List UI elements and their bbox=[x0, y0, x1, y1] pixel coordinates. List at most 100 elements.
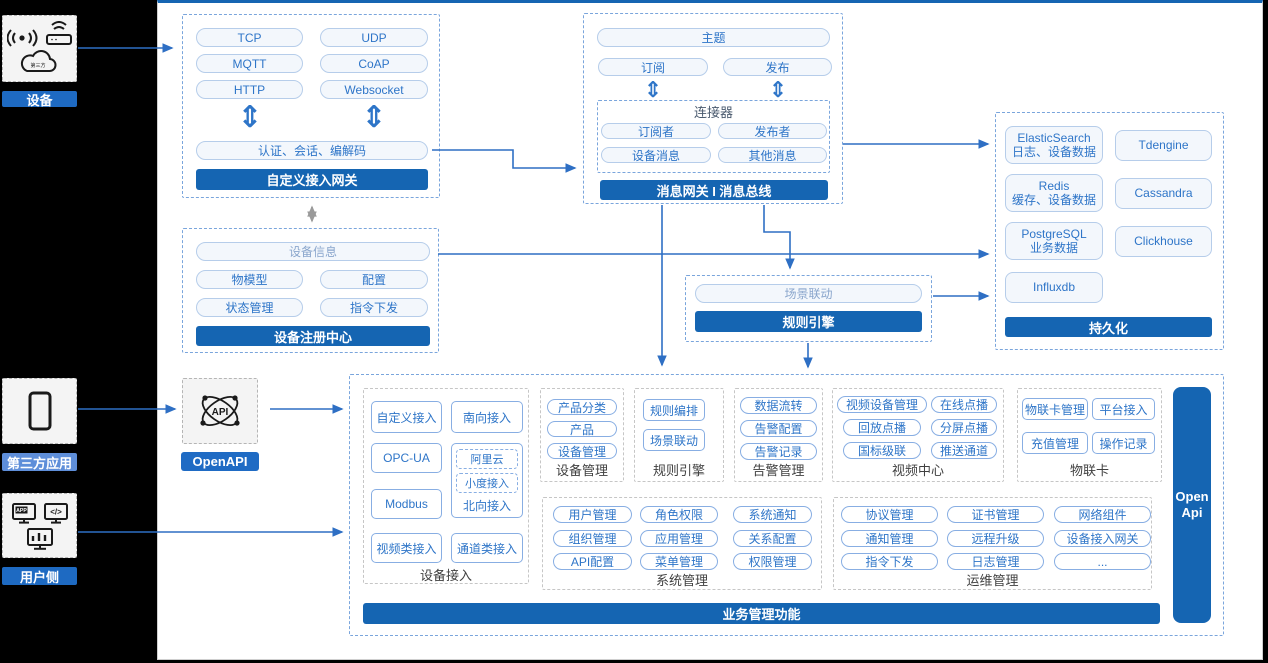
user-mgmt-pill: 用户管理 bbox=[553, 506, 632, 523]
device-mgmt-pill: 设备管理 bbox=[547, 443, 617, 459]
signal-icon bbox=[6, 28, 37, 47]
device-icon-box: 第三方 bbox=[2, 15, 77, 82]
product-pill: 产品 bbox=[547, 421, 617, 437]
topic-pill: 主题 bbox=[597, 28, 830, 47]
connector-title: 连接器 bbox=[693, 104, 733, 120]
updown-arrow-icon: ⇕ bbox=[768, 77, 788, 102]
device-icons: 第三方 bbox=[6, 20, 72, 72]
rule-engine-label: 规则引擎 bbox=[652, 462, 705, 478]
custom-access-button: 自定义接入 bbox=[371, 401, 442, 433]
more-pill: ... bbox=[1054, 553, 1151, 570]
updown-arrow-icon: ⇕ bbox=[361, 101, 387, 134]
playback-pill: 回放点播 bbox=[843, 419, 921, 436]
system-label: 系统管理 bbox=[655, 572, 708, 588]
updown-arrow-icon: ⇕ bbox=[643, 77, 663, 102]
publish-pill: 发布 bbox=[723, 58, 832, 76]
config-pill: 配置 bbox=[320, 270, 428, 289]
svg-text:API: API bbox=[212, 407, 229, 418]
remote-upgrade-pill: 远程升级 bbox=[947, 530, 1044, 547]
svg-text:第三方: 第三方 bbox=[30, 62, 45, 69]
notice-mgmt-pill: 通知管理 bbox=[841, 530, 938, 547]
message-bus-title-bar: 消息网关 I 消息总线 bbox=[600, 180, 828, 200]
operation-record-button: 操作记录 bbox=[1092, 432, 1155, 454]
data-flow-pill: 数据流转 bbox=[740, 397, 817, 414]
device-access-label: 设备接入 bbox=[419, 567, 472, 583]
custom-gateway-title-bar: 自定义接入网关 bbox=[196, 169, 428, 190]
api-config-pill: API配置 bbox=[553, 553, 632, 570]
device-label: 设备 bbox=[2, 91, 77, 108]
south-access-button: 南向接入 bbox=[451, 401, 523, 433]
north-access-label: 北向接入 bbox=[462, 499, 511, 513]
alarm-config-pill: 告警配置 bbox=[740, 420, 817, 437]
subscribe-pill: 订阅 bbox=[598, 58, 708, 76]
session-pill: 认证、会话、编解码 bbox=[196, 141, 428, 160]
gb-cascade-pill: 国标级联 bbox=[843, 442, 921, 459]
modbus-button: Modbus bbox=[371, 489, 442, 519]
rule-orchestration-button: 规则编排 bbox=[643, 399, 705, 421]
command-pill: 指令下发 bbox=[320, 298, 428, 317]
updown-arrow-icon: ⇕ bbox=[237, 101, 263, 134]
video-label: 视频中心 bbox=[891, 462, 944, 478]
chart-monitor-icon bbox=[26, 527, 53, 550]
store-cassandra: Cassandra bbox=[1115, 178, 1212, 209]
xiaodu-pill: 小度接入 bbox=[456, 473, 518, 493]
role-permission-pill: 角色权限 bbox=[640, 506, 718, 523]
relation-config-pill: 关系配置 bbox=[733, 530, 812, 547]
ops-label: 运维管理 bbox=[966, 572, 1019, 588]
app-mgmt-pill: 应用管理 bbox=[640, 530, 718, 547]
cert-mgmt-pill: 证书管理 bbox=[947, 506, 1044, 523]
svg-text:APP: APP bbox=[16, 508, 27, 514]
openapi-label: OpenAPI bbox=[181, 452, 259, 471]
channel-access-button: 通道类接入 bbox=[451, 533, 523, 563]
third-party-label: 第三方应用 bbox=[2, 453, 77, 471]
router-icon bbox=[45, 20, 72, 45]
alarm-record-pill: 告警记录 bbox=[740, 443, 817, 460]
protocol-http: HTTP bbox=[196, 80, 303, 99]
device-info-pill: 设备信息 bbox=[196, 242, 430, 261]
recharge-mgmt-button: 充值管理 bbox=[1022, 432, 1088, 454]
protocol-mqtt: MQTT bbox=[196, 54, 303, 73]
aliyun-pill: 阿里云 bbox=[456, 449, 518, 469]
subscriber-pill: 订阅者 bbox=[601, 123, 711, 139]
open-api-bar: Open Api bbox=[1173, 387, 1211, 623]
menu-mgmt-pill: 菜单管理 bbox=[640, 553, 718, 570]
org-mgmt-pill: 组织管理 bbox=[553, 530, 632, 547]
status-mgmt-pill: 状态管理 bbox=[196, 298, 303, 317]
publisher-pill: 发布者 bbox=[718, 123, 827, 139]
code-window-icon: </> bbox=[43, 502, 68, 524]
north-access-group: 阿里云 小度接入 北向接入 bbox=[451, 443, 523, 518]
persistence-title-bar: 持久化 bbox=[1005, 317, 1212, 337]
store-tdengine: Tdengine bbox=[1115, 130, 1212, 161]
business-title-bar: 业务管理功能 bbox=[363, 603, 1160, 624]
app-window-icon: APP bbox=[11, 502, 36, 524]
permission-mgmt-pill: 权限管理 bbox=[733, 553, 812, 570]
third-party-icon-box bbox=[2, 378, 77, 444]
alarm-label: 告警管理 bbox=[752, 462, 805, 478]
network-component-pill: 网络组件 bbox=[1054, 506, 1151, 523]
product-category-pill: 产品分类 bbox=[547, 399, 617, 415]
user-side-label: 用户侧 bbox=[2, 567, 77, 585]
scene-linkage-button: 场景联动 bbox=[643, 429, 705, 451]
iot-card-mgmt-button: 物联卡管理 bbox=[1022, 398, 1088, 420]
online-play-pill: 在线点播 bbox=[931, 396, 997, 413]
iot-card-label: 物联卡 bbox=[1069, 462, 1109, 478]
rule-engine-title-bar: 规则引擎 bbox=[695, 311, 922, 332]
user-side-icon-box: APP </> bbox=[2, 493, 77, 558]
protocol-udp: UDP bbox=[320, 28, 428, 47]
thing-model-pill: 物模型 bbox=[196, 270, 303, 289]
video-device-mgmt-pill: 视频设备管理 bbox=[837, 396, 927, 413]
protocol-mgmt-pill: 协议管理 bbox=[841, 506, 938, 523]
device-registry-title-bar: 设备注册中心 bbox=[196, 326, 430, 346]
third-party-cloud-icon: 第三方 bbox=[20, 49, 56, 72]
device-mgmt-label: 设备管理 bbox=[555, 462, 608, 478]
user-side-icons: APP </> bbox=[11, 502, 68, 550]
protocol-websocket: Websocket bbox=[320, 80, 428, 99]
command-issue-pill: 指令下发 bbox=[841, 553, 938, 570]
protocol-tcp: TCP bbox=[196, 28, 303, 47]
store-clickhouse: Clickhouse bbox=[1115, 226, 1212, 257]
openapi-icon-box: API bbox=[182, 378, 258, 444]
device-message-pill: 设备消息 bbox=[601, 147, 711, 163]
device-gateway-pill: 设备接入网关 bbox=[1054, 530, 1151, 547]
